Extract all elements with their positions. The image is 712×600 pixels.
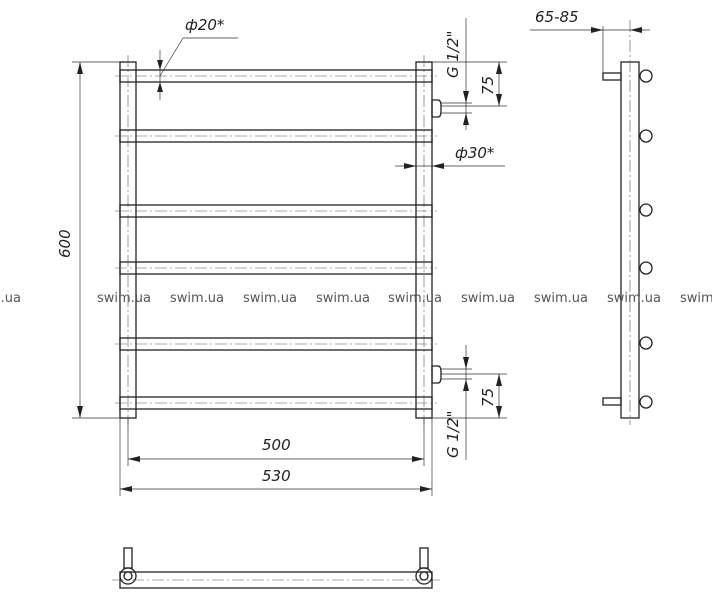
thread-top-label: G 1/2"	[444, 31, 462, 78]
wall-distance-dimension: 65-85	[535, 8, 579, 26]
outer-width-dimension: 530	[262, 467, 291, 485]
bottom-connector	[431, 365, 472, 384]
rail-end-3	[639, 203, 653, 217]
side-view: 65-85	[530, 8, 653, 425]
watermark-text: swim.ua	[0, 291, 21, 306]
watermark: swim.ua swim.ua swim.ua swim.ua swim.ua swim.…	[0, 291, 712, 306]
connection-offset-bottom: 75	[479, 388, 497, 407]
watermark-text: swim.ua	[680, 291, 712, 306]
watermark-text: swim.ua	[170, 291, 224, 306]
upright-diameter-label: ф30*	[455, 144, 495, 162]
rail-end-5	[639, 336, 653, 350]
rails	[115, 69, 437, 410]
height-dimension: 600	[56, 229, 74, 258]
rail-end-4	[639, 261, 653, 275]
rail-end-1	[639, 69, 653, 83]
watermark-text: swim.ua	[461, 291, 515, 306]
watermark-text: swim.ua	[388, 291, 442, 306]
rail-end-6	[639, 395, 653, 409]
watermark-text: swim.ua	[243, 291, 297, 306]
watermark-text: swim.ua	[534, 291, 588, 306]
watermark-text: swim.ua	[607, 291, 661, 306]
top-connector	[431, 99, 472, 118]
rail-end-2	[639, 129, 653, 143]
bottom-view	[112, 547, 440, 589]
tube-diameter-label: ф20*	[185, 16, 225, 34]
watermark-text: swim.ua	[316, 291, 370, 306]
watermark-text: swim.ua	[97, 291, 151, 306]
inner-width-dimension: 500	[262, 436, 291, 454]
connection-offset-top: 75	[479, 76, 497, 95]
front-view: 600 ф20* ф30* 75 G 1/2" 75 G 1/2" 500	[56, 16, 507, 496]
thread-bottom-label: G 1/2"	[444, 411, 462, 458]
